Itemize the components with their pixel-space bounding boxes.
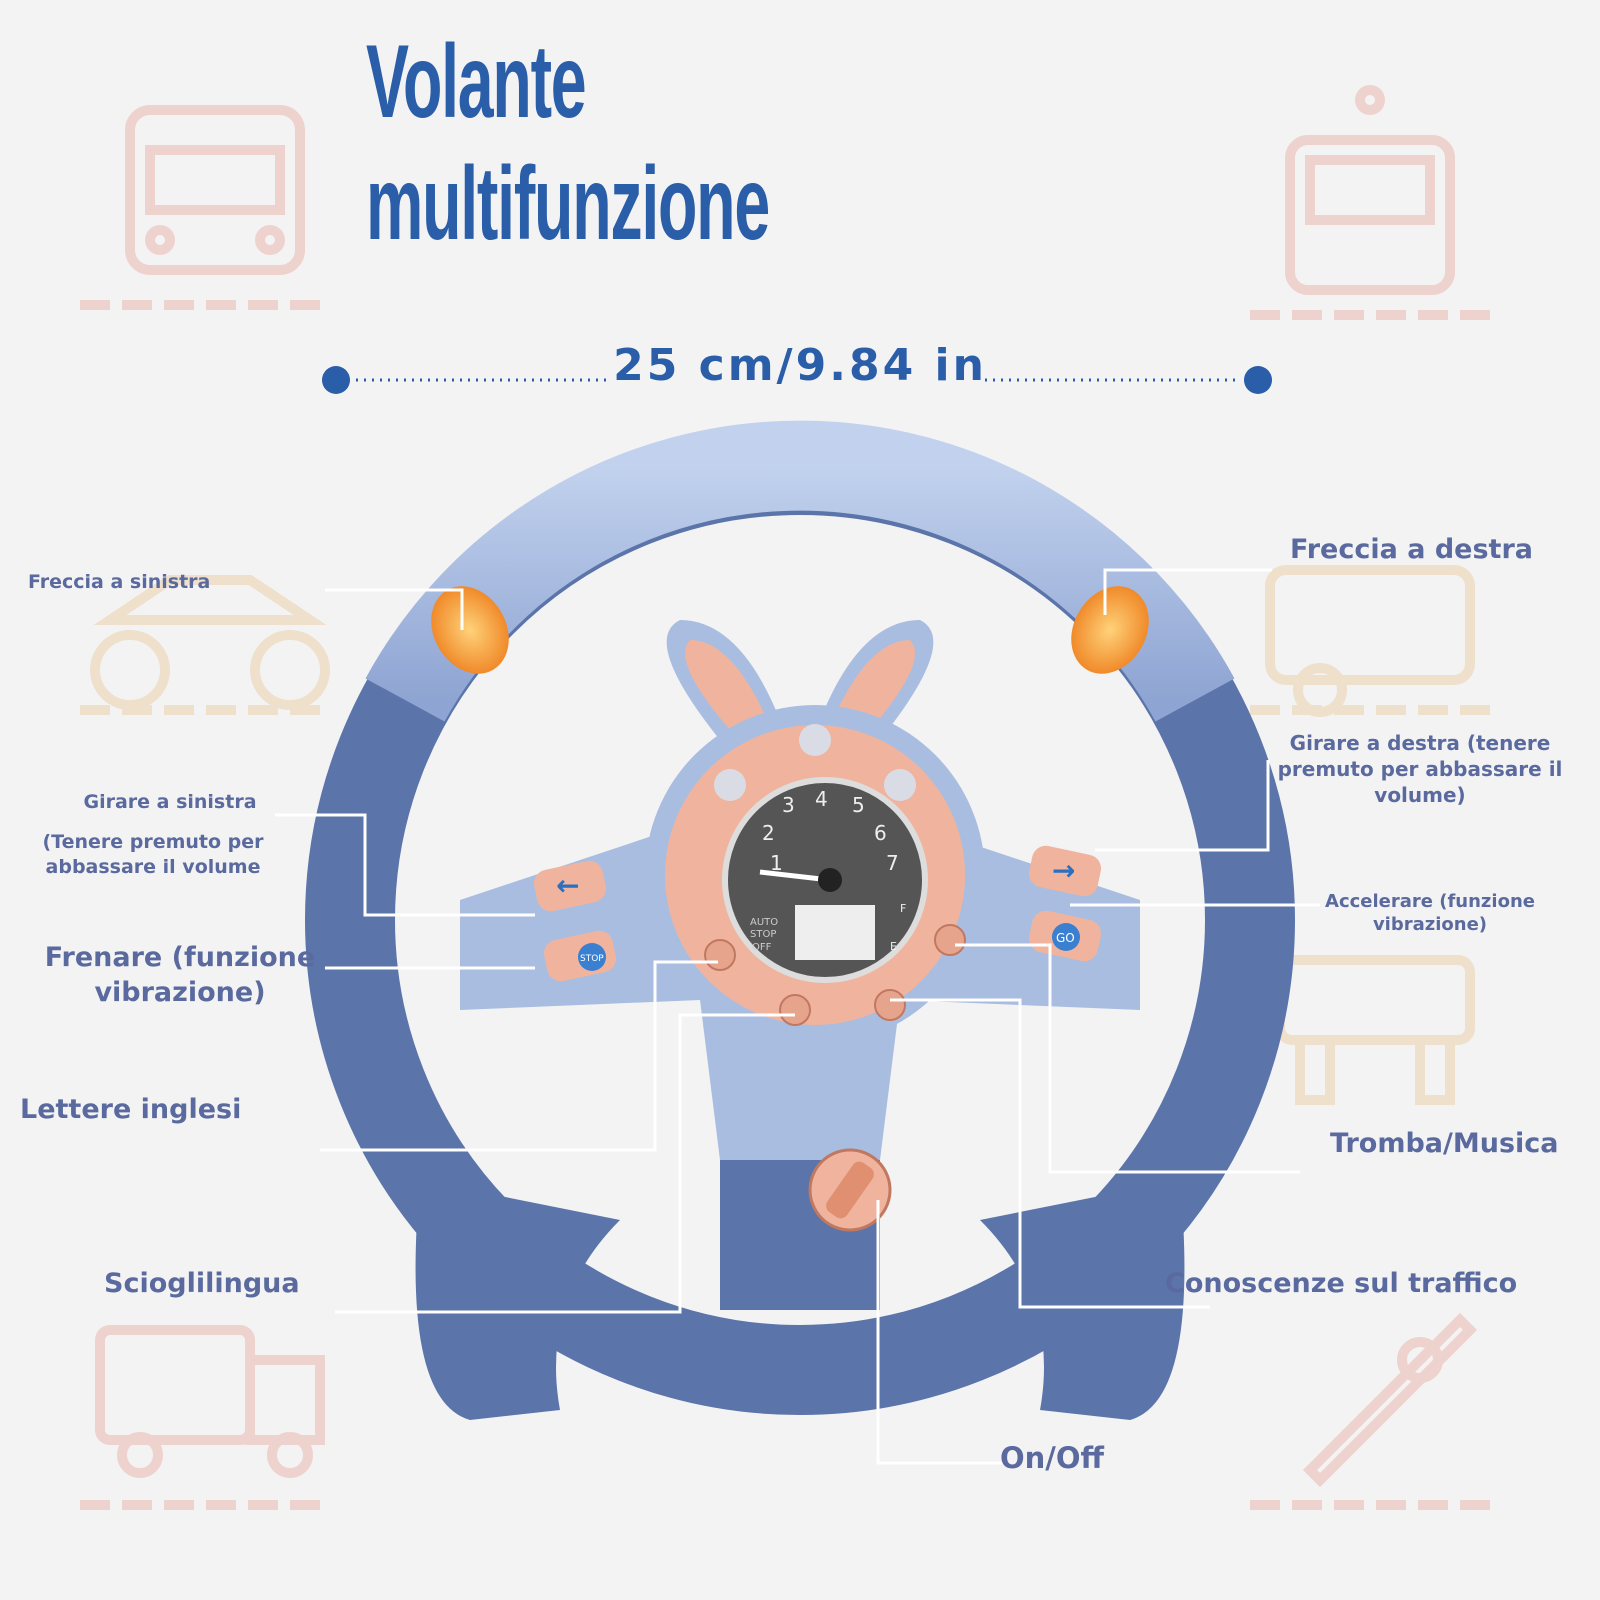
svg-text:4: 4 <box>815 787 828 811</box>
label-turn-left: Girare a sinistra <box>83 791 257 813</box>
turn-left-button <box>534 860 606 912</box>
svg-text:→: → <box>1052 854 1075 887</box>
dump-truck-icon <box>80 1325 330 1510</box>
bus-icon <box>80 105 330 310</box>
svg-text:STOP: STOP <box>580 954 604 964</box>
svg-text:F: F <box>900 902 906 915</box>
label-brake: Frenare (funzione vibrazione) <box>44 942 316 1009</box>
svg-text:STOP: STOP <box>750 929 776 940</box>
svg-text:AUTO: AUTO <box>750 917 778 928</box>
label-on-off: On/Off <box>1000 1441 1105 1475</box>
callout-line <box>325 588 464 630</box>
svg-text:OFF: OFF <box>752 942 772 953</box>
wheel-rim-top <box>365 420 1235 722</box>
dimension-start-dot <box>322 366 350 394</box>
dimension-end-dot <box>1244 366 1272 394</box>
label-traffic-knowledge: Conoscenze sul traffico <box>1165 1268 1518 1299</box>
gauge-number: 1 <box>770 851 783 875</box>
svg-text:2: 2 <box>762 821 775 845</box>
label-right-turn-signal: Freccia a destra <box>1290 534 1533 565</box>
label-english-letters: Lettere inglesi <box>20 1094 242 1125</box>
turn-right-button <box>1029 845 1101 897</box>
svg-text:5: 5 <box>852 793 865 817</box>
svg-text:←: ← <box>556 869 579 902</box>
svg-text:6: 6 <box>874 821 887 845</box>
rocket-icon <box>1250 1312 1500 1510</box>
van-icon <box>1250 565 1500 717</box>
svg-text:GO: GO <box>1056 931 1075 945</box>
lcd-display <box>795 905 875 960</box>
label-left-turn-signal: Freccia a sinistra <box>28 571 211 593</box>
svg-text:E: E <box>890 940 897 953</box>
right-turn-lamp <box>1071 586 1149 674</box>
left-turn-lamp <box>431 586 509 674</box>
tongue-twister-button <box>779 994 811 1026</box>
label-tongue-twister: Scioglilingua <box>104 1268 300 1299</box>
label-horn-music: Tromba/Musica <box>1330 1128 1559 1159</box>
label-turn-left-note: (Tenere premuto per abbassare il volume <box>42 831 264 878</box>
title-line-2: multifunzione <box>366 146 770 262</box>
monster-truck-icon <box>80 575 330 715</box>
label-turn-right: Girare a destra (tenere premuto per abba… <box>1277 731 1563 807</box>
traffic-knowledge-button <box>874 989 906 1021</box>
title-line-1: Volante <box>366 24 587 140</box>
svg-text:7: 7 <box>886 851 899 875</box>
train-icon <box>1250 85 1500 320</box>
indicator-bulb <box>799 724 831 756</box>
dimension-label: 25 cm/9.84 in <box>613 340 987 391</box>
horn-music-button <box>934 924 966 956</box>
svg-text:3: 3 <box>782 793 795 817</box>
label-accelerate: Accelerare (funzione vibrazione) <box>1325 891 1535 936</box>
